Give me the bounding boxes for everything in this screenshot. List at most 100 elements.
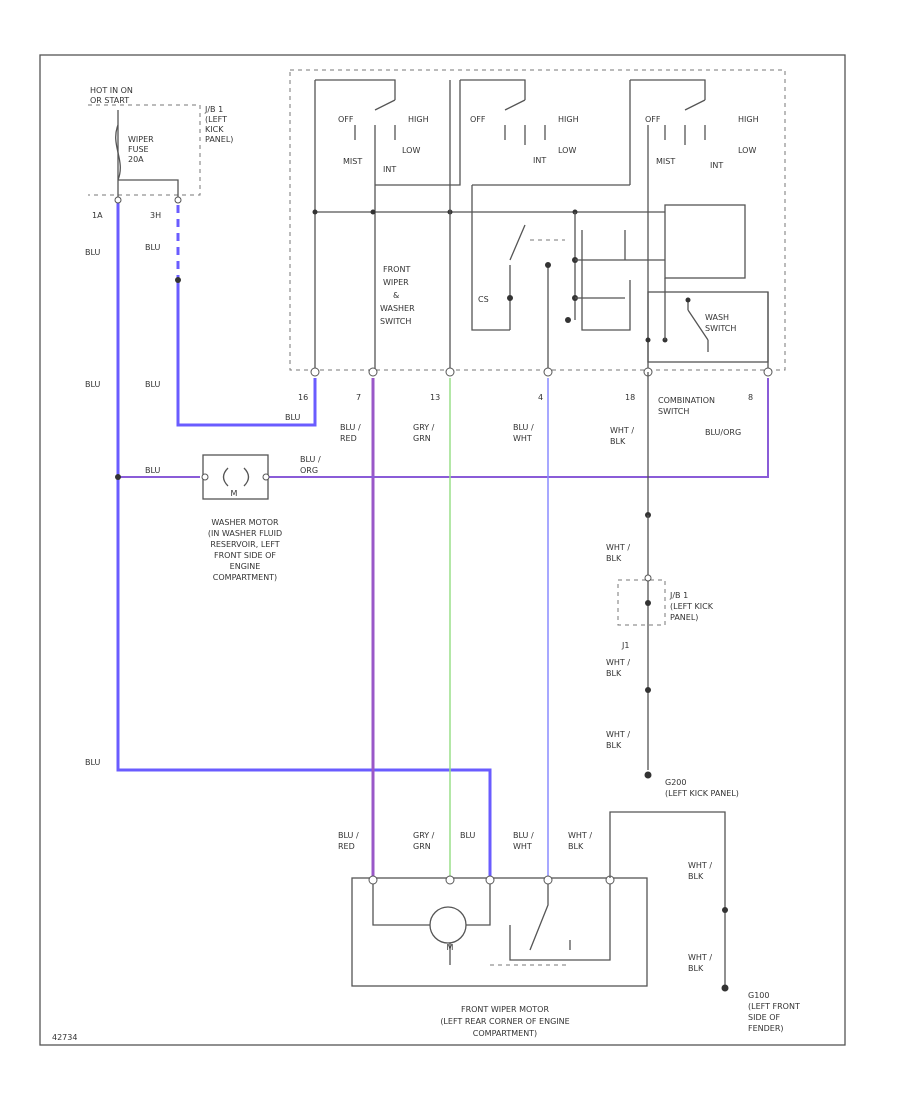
- cs-label: CS: [478, 295, 489, 304]
- fws-l5: SWITCH: [380, 317, 411, 326]
- washer-l5: ENGINE: [230, 562, 261, 571]
- wht-blk-7-l2: BLK: [688, 964, 704, 973]
- pin-3h-label: 3H: [150, 211, 161, 220]
- sw3-arm: [684, 99, 706, 111]
- wht-blk-6-l2: BLK: [688, 872, 704, 881]
- sw3-top: [630, 79, 706, 100]
- blu-label-6: BLU: [145, 466, 161, 475]
- blu-org-l2: ORG: [300, 466, 318, 475]
- switch1-mist: MIST: [343, 157, 362, 166]
- jb1-top-l1: J/B 1: [204, 105, 223, 114]
- blu-red-top-l2: RED: [340, 434, 357, 443]
- sw1-int: [375, 80, 461, 186]
- jb1-top-outline: [88, 104, 201, 196]
- outer-border: [39, 54, 846, 1046]
- switch2-hi: HIGH: [558, 115, 579, 124]
- wiper-motor-l1: FRONT WIPER MOTOR: [461, 1005, 550, 1014]
- jb1-mid-l2: (LEFT KICK: [670, 602, 714, 611]
- pin-3h-dot: [174, 196, 182, 204]
- switch1-hi: HIGH: [408, 115, 429, 124]
- blu-label-1: BLU: [85, 248, 101, 257]
- blu-wht-bot-l1: BLU /: [513, 831, 534, 840]
- wht-blk-4-l1: WHT /: [606, 730, 630, 739]
- blu-label-5: BLU: [285, 413, 301, 422]
- gry-grn-bot-l2: GRN: [413, 842, 431, 851]
- blu-org-l1: BLU /: [300, 455, 321, 464]
- wht-blk-6-l1: WHT /: [688, 861, 712, 870]
- sw1-top: [315, 79, 396, 100]
- wht-blk-2-l2: BLK: [606, 554, 622, 563]
- combination-label-2: SWITCH: [658, 407, 689, 416]
- g100-l3: SIDE OF: [748, 1013, 780, 1022]
- g100-l2: (LEFT FRONT: [748, 1002, 800, 1011]
- jb1-top-l2: (LEFT: [205, 115, 227, 124]
- relay-loop: [581, 230, 631, 331]
- combination-switch-outline: [289, 69, 786, 371]
- wht-blk-7-l1: WHT /: [688, 953, 712, 962]
- blu-wht-bot-l2: WHT: [513, 842, 532, 851]
- pin-4-label: 4: [538, 393, 543, 402]
- wash-switch-l1: WASH: [705, 313, 729, 322]
- wire-blu-org: [118, 378, 769, 478]
- fuse-bus: [118, 179, 179, 200]
- fuse-l3: 20A: [128, 155, 144, 164]
- fuse-block: [88, 104, 201, 480]
- switch2-low: LOW: [558, 146, 576, 155]
- washer-motor: [201, 454, 270, 500]
- pin-1a-label: 1A: [92, 211, 103, 220]
- pin-7-connector: [368, 367, 378, 377]
- blu-wht-top-l2: WHT: [513, 434, 532, 443]
- hot-run-l2: OR START: [90, 96, 129, 105]
- fuse-l2: FUSE: [128, 145, 149, 154]
- sw1-contacts: [354, 125, 396, 370]
- svg-text:OR START: OR START: [90, 96, 129, 105]
- wht-blk-3-l2: BLK: [606, 669, 622, 678]
- splice-dot: [175, 277, 181, 283]
- pin-8-connector: [763, 367, 773, 377]
- switch1-low: LOW: [402, 146, 420, 155]
- pin-18-label: 18: [625, 393, 635, 402]
- wht-blk-4-l2: BLK: [606, 741, 622, 750]
- switch3-hi: HIGH: [738, 115, 759, 124]
- wire-blu-main: [116, 200, 492, 878]
- colored-wires: [116, 200, 769, 878]
- pin-16-label: 16: [298, 393, 308, 402]
- switch1-off: OFF: [338, 115, 354, 124]
- sw2-arm: [504, 99, 526, 111]
- fws-l3: &: [393, 291, 399, 300]
- sw2-top: [460, 79, 526, 100]
- pin-13-connector: [445, 367, 455, 377]
- blu-label-4: BLU: [145, 380, 161, 389]
- pin-j1-label: J1: [621, 641, 629, 650]
- wht-blk-top-l1: WHT /: [610, 426, 634, 435]
- wht-blk-3-l1: WHT /: [606, 658, 630, 667]
- switch1-int: INT: [383, 165, 396, 174]
- ground-path: [617, 372, 666, 779]
- g100-l4: FENDER): [748, 1024, 784, 1033]
- blu-red-bot-l1: BLU /: [338, 831, 359, 840]
- sw1-arm: [374, 99, 396, 111]
- blu-org-label: BLU/ORG: [705, 428, 741, 437]
- sw2-loop: [471, 185, 510, 331]
- switch3-low: LOW: [738, 146, 756, 155]
- wht-blk-top-l2: BLK: [610, 437, 626, 446]
- gry-grn-top-l2: GRN: [413, 434, 431, 443]
- sw3-contacts: [664, 125, 706, 145]
- timer-module: [664, 204, 746, 279]
- wiper-motor: [351, 811, 729, 992]
- gry-grn-bot-l1: GRY /: [413, 831, 435, 840]
- g200-l1: G200: [665, 778, 686, 787]
- pin-16-connector: [310, 367, 320, 377]
- jb1-mid-outline: [617, 579, 666, 626]
- switch3-int: INT: [710, 161, 723, 170]
- diagram-labels: HOT IN ON OR START J/B 1 (LEFT KICK PANE…: [52, 86, 800, 1042]
- wiper-motor-box: [351, 877, 648, 987]
- jb1-mid-l1: J/B 1: [669, 591, 688, 600]
- gry-grn-top-l1: GRY /: [413, 423, 435, 432]
- jb1-mid-l3: PANEL): [670, 613, 698, 622]
- switch3-off: OFF: [645, 115, 661, 124]
- wht-blk-2-l1: WHT /: [606, 543, 630, 552]
- fuse-element: [115, 124, 121, 181]
- wiper-motor-l3: COMPARTMENT): [473, 1029, 537, 1038]
